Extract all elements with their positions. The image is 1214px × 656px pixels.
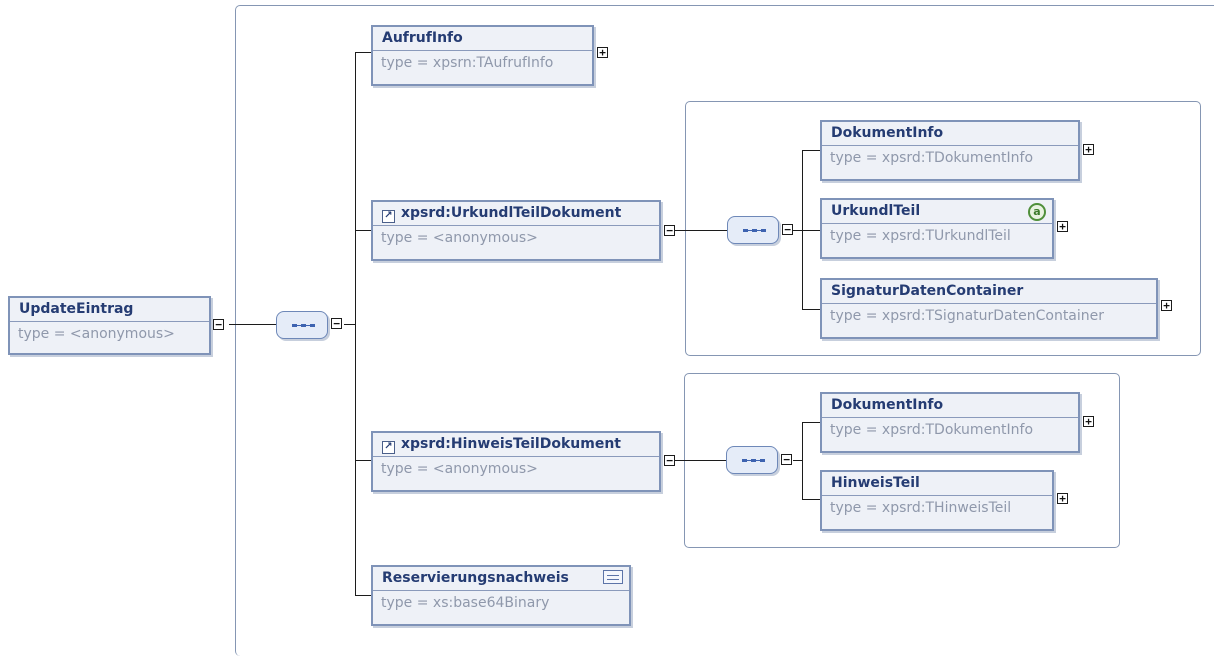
collapse-toggle[interactable]: − bbox=[331, 318, 342, 329]
expand-toggle[interactable]: + bbox=[1083, 416, 1094, 427]
element-node-root[interactable]: UpdateEintrag type = <anonymous> bbox=[8, 296, 211, 355]
collapse-toggle[interactable]: − bbox=[664, 455, 675, 466]
collapse-toggle[interactable]: − bbox=[782, 224, 793, 235]
element-type: type = xpsrd:TDokumentInfo bbox=[830, 422, 1034, 438]
expand-toggle[interactable]: + bbox=[1161, 300, 1172, 311]
collapse-toggle[interactable]: − bbox=[664, 225, 675, 236]
element-node-urkundlteildokument[interactable]: ↗ xpsrd:UrkundlTeilDokument type = <anony… bbox=[371, 200, 661, 261]
expand-toggle[interactable]: + bbox=[597, 47, 608, 58]
attribute-icon: a bbox=[1028, 203, 1046, 221]
connector bbox=[355, 595, 371, 596]
element-type: type = xpsrn:TAufrufInfo bbox=[381, 55, 554, 71]
element-type: type = xpsrd:TUrkundlTeil bbox=[830, 228, 1011, 244]
collapse-toggle[interactable]: − bbox=[213, 319, 224, 330]
element-node-dokumentinfo[interactable]: DokumentInfo type = xpsrd:TDokumentInfo bbox=[820, 120, 1080, 181]
connector bbox=[802, 422, 803, 500]
element-node-hinweisteil[interactable]: HinweisTeil type = xpsrd:THinweisTeil bbox=[820, 470, 1054, 531]
expand-toggle[interactable]: + bbox=[1057, 493, 1068, 504]
connector bbox=[355, 230, 371, 231]
element-type: type = <anonymous> bbox=[381, 461, 538, 477]
element-node-signaturdatencontainer[interactable]: SignaturDatenContainer type = xpsrd:TSig… bbox=[820, 278, 1158, 339]
connector bbox=[344, 324, 356, 325]
connector bbox=[802, 150, 820, 151]
element-type: type = <anonymous> bbox=[381, 230, 538, 246]
element-name-row: ↗ xpsrd:HinweisTeilDokument bbox=[373, 433, 659, 457]
connector bbox=[675, 460, 726, 461]
expand-toggle[interactable]: + bbox=[1057, 221, 1068, 232]
element-node-dokumentinfo[interactable]: DokumentInfo type = xpsrd:TDokumentInfo bbox=[820, 392, 1080, 453]
element-name-row: ↗ xpsrd:UrkundlTeilDokument bbox=[373, 202, 659, 226]
element-name-row: UrkundlTeil a bbox=[822, 200, 1052, 224]
connector bbox=[793, 460, 803, 461]
element-name: UrkundlTeil bbox=[831, 203, 921, 219]
element-node-aufrufinfo[interactable]: AufrufInfo type = xpsrn:TAufrufInfo bbox=[371, 25, 594, 86]
element-name: Reservierungsnachweis bbox=[382, 570, 569, 586]
connector bbox=[355, 460, 371, 461]
sequence-compositor-icon[interactable] bbox=[276, 311, 328, 339]
sequence-compositor-icon[interactable] bbox=[727, 216, 779, 244]
connector bbox=[355, 52, 371, 53]
connector bbox=[802, 499, 820, 500]
element-type: type = xpsrd:TDokumentInfo bbox=[830, 150, 1034, 166]
expand-toggle[interactable]: + bbox=[1083, 144, 1094, 155]
element-name: DokumentInfo bbox=[822, 122, 1078, 146]
connector bbox=[793, 230, 803, 231]
element-name: SignaturDatenContainer bbox=[822, 280, 1156, 304]
reference-arrow-icon: ↗ bbox=[382, 441, 395, 454]
element-type: type = xpsrd:TSignaturDatenContainer bbox=[830, 308, 1105, 324]
connector bbox=[802, 230, 820, 231]
element-name-row: Reservierungsnachweis bbox=[373, 567, 629, 591]
reference-arrow-icon: ↗ bbox=[382, 210, 395, 223]
element-type: type = <anonymous> bbox=[18, 326, 175, 342]
element-name: xpsrd:UrkundlTeilDokument bbox=[401, 205, 622, 221]
element-type: type = xs:base64Binary bbox=[381, 595, 550, 611]
connector bbox=[802, 422, 820, 423]
element-node-urkundlteil[interactable]: UrkundlTeil a type = xpsrd:TUrkundlTeil bbox=[820, 198, 1054, 259]
element-name: AufrufInfo bbox=[373, 27, 592, 51]
element-node-reservierungsnachweis[interactable]: Reservierungsnachweis type = xs:base64Bi… bbox=[371, 565, 631, 626]
element-name: xpsrd:HinweisTeilDokument bbox=[401, 436, 621, 452]
connector bbox=[675, 230, 727, 231]
element-name: DokumentInfo bbox=[822, 394, 1078, 418]
sequence-compositor-icon[interactable] bbox=[726, 446, 778, 474]
element-type: type = xpsrd:THinweisTeil bbox=[830, 500, 1012, 516]
connector bbox=[229, 324, 276, 325]
element-name: UpdateEintrag bbox=[10, 298, 209, 322]
connector bbox=[355, 52, 356, 596]
documentation-icon bbox=[603, 570, 623, 584]
element-name: HinweisTeil bbox=[822, 472, 1052, 496]
element-node-hinweisteildokument[interactable]: ↗ xpsrd:HinweisTeilDokument type = <anony… bbox=[371, 431, 661, 492]
collapse-toggle[interactable]: − bbox=[781, 454, 792, 465]
connector bbox=[802, 309, 820, 310]
